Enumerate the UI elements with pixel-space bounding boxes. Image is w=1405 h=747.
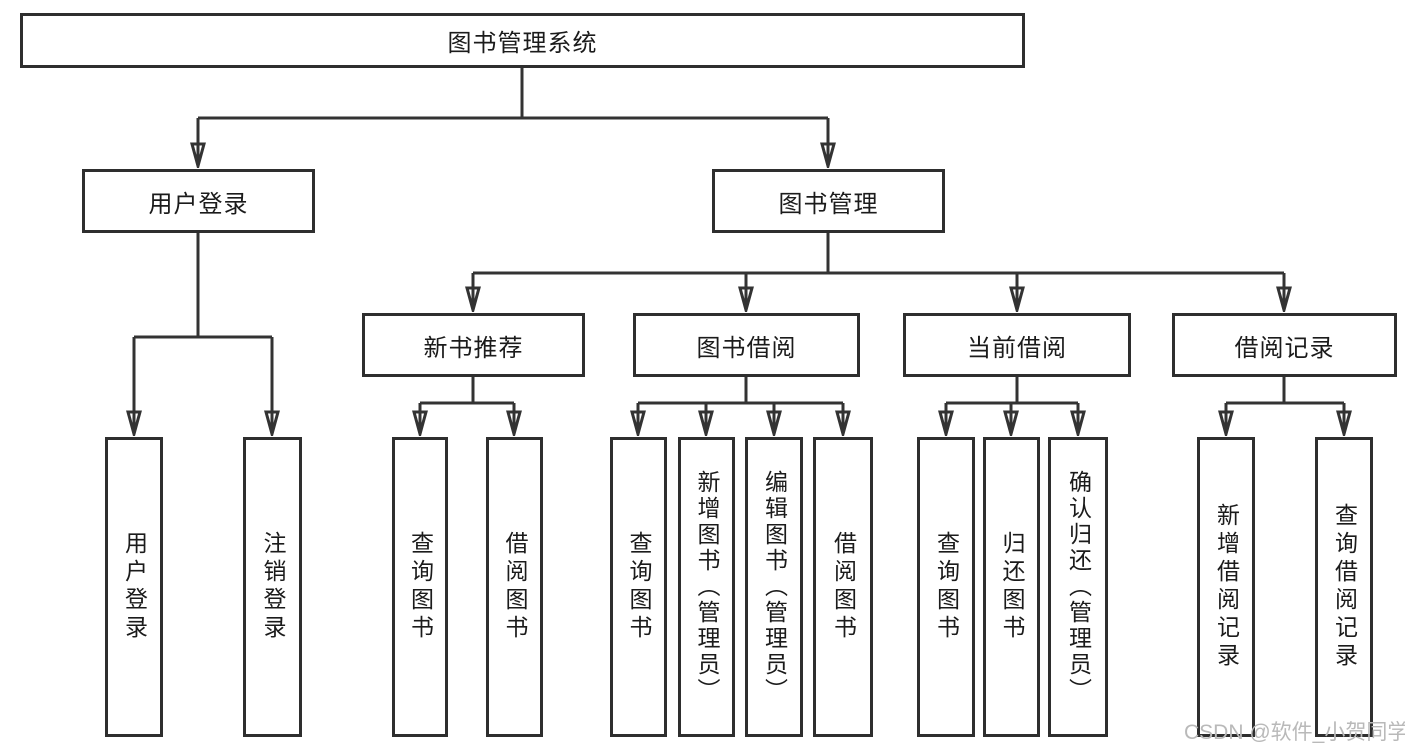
connector-rail [638,377,843,405]
node-query-books-current: 查询图书 [917,437,975,737]
node-book-management: 图书管理 [712,169,945,233]
node-add-books-admin: 新增图书（管理员） [678,437,735,737]
csdn-watermark: CSDN @软件_小贺同学 [1184,721,1405,744]
connector-rail [134,233,272,339]
node-confirm-return-admin: 确认归还（管理员） [1048,437,1108,737]
node-library-management-system: 图书管理系统 [20,13,1025,68]
connector-current-borrowing-children [946,377,1078,434]
connector-new-book-recommend-children [420,377,514,434]
node-edit-books-admin: 编辑图书（管理员） [745,437,803,737]
node-query-borrow-record: 查询借阅记录 [1315,437,1373,737]
connector-rail [198,68,828,120]
node-user-login-branch: 用户登录 [82,169,315,233]
connector-root-to-level2 [198,68,828,166]
connector-rail [1226,377,1344,405]
node-borrow-books-borrowing: 借阅图书 [813,437,873,737]
node-current-borrowing: 当前借阅 [903,313,1131,377]
node-new-book-recommend: 新书推荐 [362,313,585,377]
node-logout-login: 注销登录 [243,437,302,737]
connector-book-borrowing-children [638,377,843,434]
node-borrow-books-recommend: 借阅图书 [486,437,543,737]
node-return-books: 归还图书 [983,437,1040,737]
connector-rail [946,377,1078,405]
connector-user-login-children [134,233,272,434]
node-query-books-recommend: 查询图书 [392,437,448,737]
node-book-borrowing: 图书借阅 [633,313,860,377]
connector-rail [420,377,514,405]
node-add-borrow-record: 新增借阅记录 [1197,437,1255,737]
node-user-login: 用户登录 [105,437,163,737]
connector-rail [473,233,1284,275]
connector-borrowing-records-children [1226,377,1344,434]
node-query-books-borrowing: 查询图书 [610,437,667,737]
node-borrowing-records: 借阅记录 [1172,313,1397,377]
connector-book-management-children [473,233,1284,310]
